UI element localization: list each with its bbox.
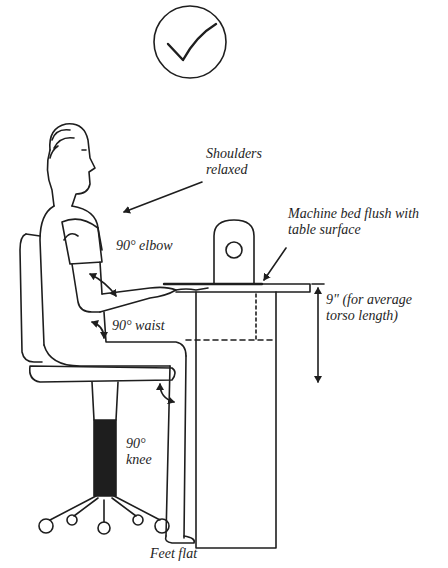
- chair-seat: [30, 366, 175, 382]
- chair-column: [94, 420, 116, 496]
- machine-wheel: [226, 242, 242, 258]
- check-circle: [154, 6, 226, 78]
- wheel: [133, 515, 143, 525]
- angle-label: 90° elbow: [116, 238, 206, 254]
- machine-recess: [255, 294, 257, 340]
- dimension-tick: [312, 283, 324, 285]
- angle-label: 90° waist: [112, 318, 192, 334]
- wheel: [67, 515, 77, 525]
- face: [50, 124, 95, 206]
- dimension-line: [317, 288, 319, 382]
- leader-line: [124, 182, 202, 212]
- chair-back-top: [26, 234, 40, 236]
- hand: [176, 288, 208, 290]
- leader-line: [264, 248, 286, 280]
- angle-mark: [90, 274, 116, 296]
- callout-label: Machine bed flush with table surface: [288, 206, 428, 238]
- callout-label: Shoulders relaxed: [206, 146, 286, 178]
- wheel: [155, 519, 169, 533]
- dimension-label: 9" (for average torso length): [326, 292, 438, 324]
- eye: [82, 149, 86, 151]
- thigh-under: [44, 345, 170, 366]
- foot: [166, 536, 195, 543]
- chair-base: [50, 496, 160, 522]
- table-cabinet: [196, 292, 276, 548]
- angle-label: 90° knee: [126, 436, 160, 468]
- shin: [184, 356, 186, 538]
- angle-mark: [160, 384, 174, 402]
- chair-back: [20, 234, 42, 362]
- chair-stem: [92, 382, 118, 420]
- check-mark: [168, 24, 216, 60]
- wheel: [98, 522, 110, 534]
- upper-arm-front: [100, 262, 102, 294]
- machine-bed: [164, 283, 262, 285]
- machine-head: [214, 220, 254, 284]
- angle-mark: [92, 322, 104, 338]
- back-of-head: [47, 150, 54, 206]
- drawer-line: [186, 339, 276, 341]
- table-top: [176, 284, 310, 292]
- sleeve-fold: [64, 234, 78, 240]
- wheel: [39, 519, 53, 533]
- back: [40, 206, 54, 345]
- hair: [50, 130, 74, 158]
- upper-arm-back: [72, 264, 100, 312]
- calf: [166, 366, 170, 536]
- callout-label: Feet flat: [150, 546, 240, 562]
- sleeve: [62, 219, 102, 264]
